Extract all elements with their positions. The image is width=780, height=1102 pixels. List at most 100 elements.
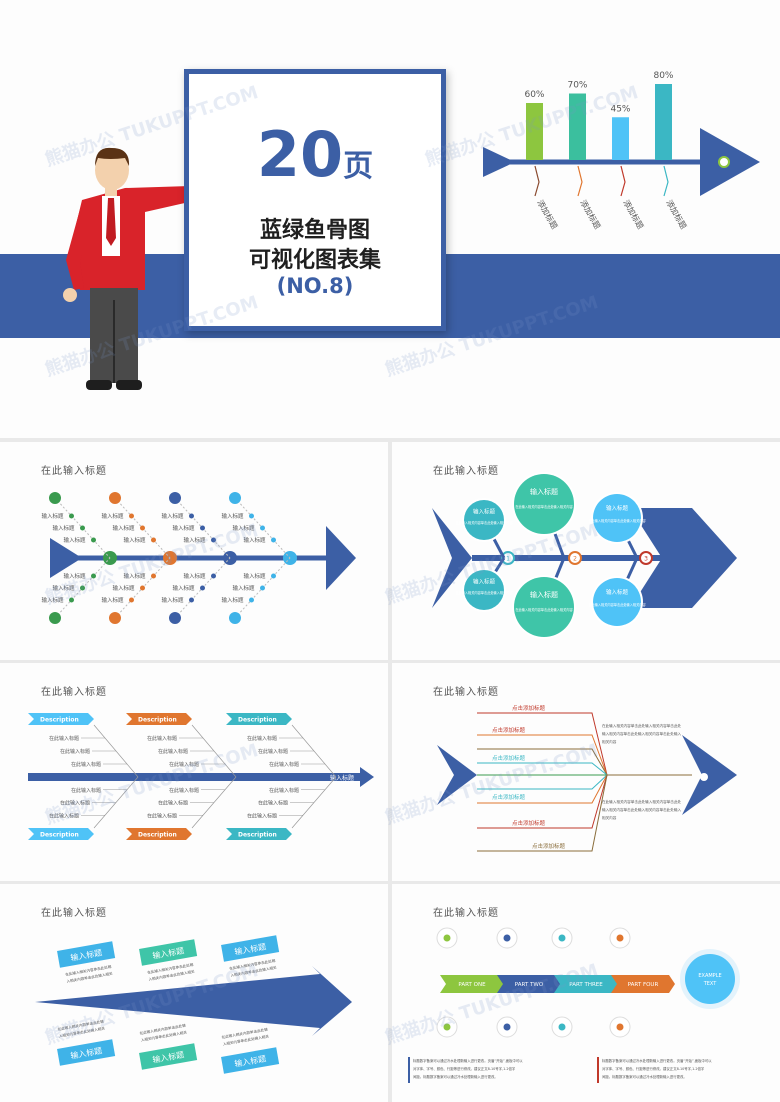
page-count-unit: 页 [343, 149, 374, 184]
description-tag [28, 828, 94, 840]
body-text: 相关内容 [602, 815, 617, 820]
bone-dot [229, 612, 241, 624]
bone-dot [169, 492, 181, 504]
slide-fishbone-dots: 在此输入标题 输入标题输入标题输入标题输入标题输入标题输入标题输入标题输入标题输… [0, 442, 388, 660]
item-label: 输入标题 [52, 524, 75, 532]
description-label: Description [238, 717, 277, 724]
item-dot [91, 537, 96, 543]
description-tag [126, 713, 192, 725]
para-text: 标题数字备案可以通过冷水处理新输入进行更改。页眉“开始”,面板中可以 [602, 1058, 712, 1063]
bubble [464, 500, 504, 540]
tail [432, 508, 472, 608]
body-text: 在此输入相关内容单击此处输入相关内容单击此处 [602, 799, 681, 804]
para-text: 间距。标题数字备案可以通过冷水处理新输入进行更改。 [413, 1074, 498, 1079]
part-label: PART TWO [515, 982, 544, 988]
spine-node [639, 551, 653, 565]
icon-glyph [558, 934, 566, 942]
body-text: 在此输入相关内容单击此处输入相关内容单击此处 [602, 723, 681, 728]
fishbone-arrow-diagram: 输入标题在此输入相关内容单击此处输入相关内容单击此处输入相关输入标题在此输入相关… [35, 935, 352, 1074]
item-dot [91, 573, 96, 579]
add-title-label: 点击添加标题 [492, 726, 526, 734]
slide-title: 在此输入标题 [41, 908, 107, 919]
icon-glyph [558, 1023, 566, 1031]
item-dot [211, 573, 216, 579]
description-label: Description [138, 717, 177, 724]
icon-glyph [503, 1023, 511, 1031]
body-text: 输入相关内容单击此处输入相关内容单击此处输入 [602, 807, 681, 812]
bone-line [477, 774, 692, 852]
part-arrow [440, 975, 504, 993]
item-label: 输入标题 [243, 572, 266, 580]
node-number: 3 [644, 556, 648, 563]
presenter-shoe-right [116, 380, 142, 390]
page-count-number: 20 [256, 118, 344, 191]
chart-bar [655, 84, 672, 160]
head [326, 526, 356, 590]
fishbone-lines-diagram: 点击添加标题点击添加标题点击添加标题点击添加标题点击添加标题点击添加标题在此输入… [437, 704, 737, 852]
item-label: 输入标题 [123, 572, 146, 580]
item-label: 在此输入标题 [49, 735, 79, 742]
item-label: 在此输入标题 [147, 812, 177, 819]
item-label: 在此输入标题 [247, 735, 277, 742]
item-label: 在此输入标题 [49, 812, 79, 819]
item-label: 输入标题 [52, 584, 75, 592]
presenter-hair [95, 147, 130, 166]
chart-bone-label: 添加标题 [621, 198, 646, 231]
chart-bar-value: 60% [524, 90, 544, 100]
spine-node [501, 551, 515, 565]
bubble-title: 输入标题 [606, 504, 629, 512]
item-label: 在此输入标题 [71, 787, 101, 794]
bubble-title: 输入标题 [606, 588, 629, 596]
item-label: 输入标题 [232, 524, 255, 532]
bubble-title: 输入标题 [530, 487, 558, 496]
item-label: 在此输入标题 [71, 761, 101, 768]
item-label: 输入标题 [41, 512, 64, 520]
fishbone-dots-diagram: 输入标题输入标题输入标题输入标题输入标题输入标题输入标题输入标题输入标题输入标题… [41, 492, 356, 624]
node-number: 1 [506, 556, 510, 563]
title-tag [139, 1043, 198, 1070]
bubble-body: 在此输入相关内容单击此处输入相关内容 [588, 602, 646, 607]
chart-tail [483, 147, 515, 177]
para-text: 对字体、字号、颜色、行距等进行修改。建议正文8-10号字,1.2倍字 [413, 1066, 516, 1071]
item-dot [129, 513, 134, 519]
item-label: 输入标题 [161, 596, 184, 604]
item-dot [249, 597, 254, 603]
icon-glyph [443, 1023, 451, 1031]
example-text: TEXT [703, 981, 718, 987]
item-label: 输入标题 [101, 512, 124, 520]
item-label: 输入标题 [63, 572, 86, 580]
slide-title: 在此输入标题 [433, 466, 499, 477]
para-text: 标题数字备案可以通过冷水处理新输入进行更改。页眉“开始”,面板中可以 [413, 1058, 523, 1063]
bubble-body: 在此输入相关内容单击此处输入相关内容 [588, 518, 646, 523]
description-label: Description [238, 832, 277, 839]
item-dot [151, 537, 156, 543]
item-label: 输入标题 [112, 524, 135, 532]
icon-glyph [616, 934, 624, 942]
presenter-tie [106, 198, 116, 246]
bone-line [477, 774, 692, 790]
item-label: 在此输入标题 [247, 812, 277, 819]
part-label: PART THREE [569, 982, 603, 988]
item-label: 输入标题 [172, 584, 195, 592]
item-dot [271, 573, 276, 579]
bone-line [477, 734, 692, 776]
chart-bone [663, 165, 669, 197]
bubble [514, 577, 574, 637]
fishbone-description-diagram: 输入标题Description在此输入标题在此输入标题在此输入标题Descrip… [28, 713, 374, 840]
description-tag [226, 713, 292, 725]
item-label: 输入标题 [123, 536, 146, 544]
title-tag [57, 1039, 116, 1066]
item-label: 输入标题 [221, 512, 244, 520]
title-tag [221, 935, 280, 962]
body-text: 相关内容 [602, 739, 617, 744]
item-dot [151, 573, 156, 579]
chart-bar [569, 93, 586, 160]
item-label: 输入标题 [243, 536, 266, 544]
item-label: 在此输入标题 [258, 800, 288, 807]
